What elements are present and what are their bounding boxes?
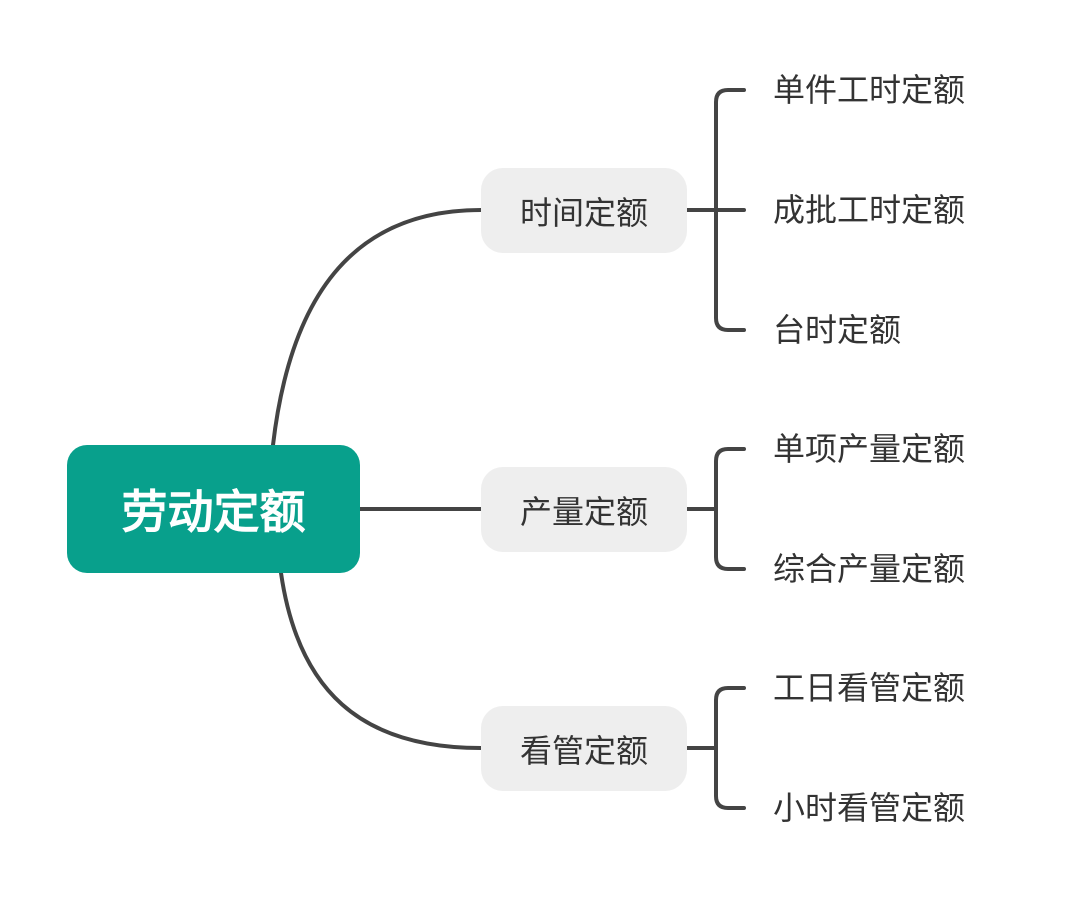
leaf-topic[interactable]: 台时定额 [773,311,902,349]
leaf-topic[interactable]: 成批工时定额 [773,191,966,229]
leaf-topic[interactable]: 工日看管定额 [773,669,966,707]
branch-topic-output-quota[interactable]: 产量定额 [481,467,687,552]
connector-root-branch-1 [271,208,483,447]
leaf-topic[interactable]: 单项产量定额 [773,430,966,468]
root-topic[interactable]: 劳动定额 [67,445,360,573]
connector-root-branch-3 [279,571,483,750]
leaf-topic[interactable]: 综合产量定额 [773,550,966,588]
leaf-topic[interactable]: 单件工时定额 [773,71,966,109]
branch-topic-tending-quota[interactable]: 看管定额 [481,706,687,791]
leaf-topic[interactable]: 小时看管定额 [773,789,966,827]
connector-branch-3-bracket [714,686,746,810]
connector-branch-2-bracket [714,447,746,571]
branch-topic-time-quota[interactable]: 时间定额 [481,168,687,253]
